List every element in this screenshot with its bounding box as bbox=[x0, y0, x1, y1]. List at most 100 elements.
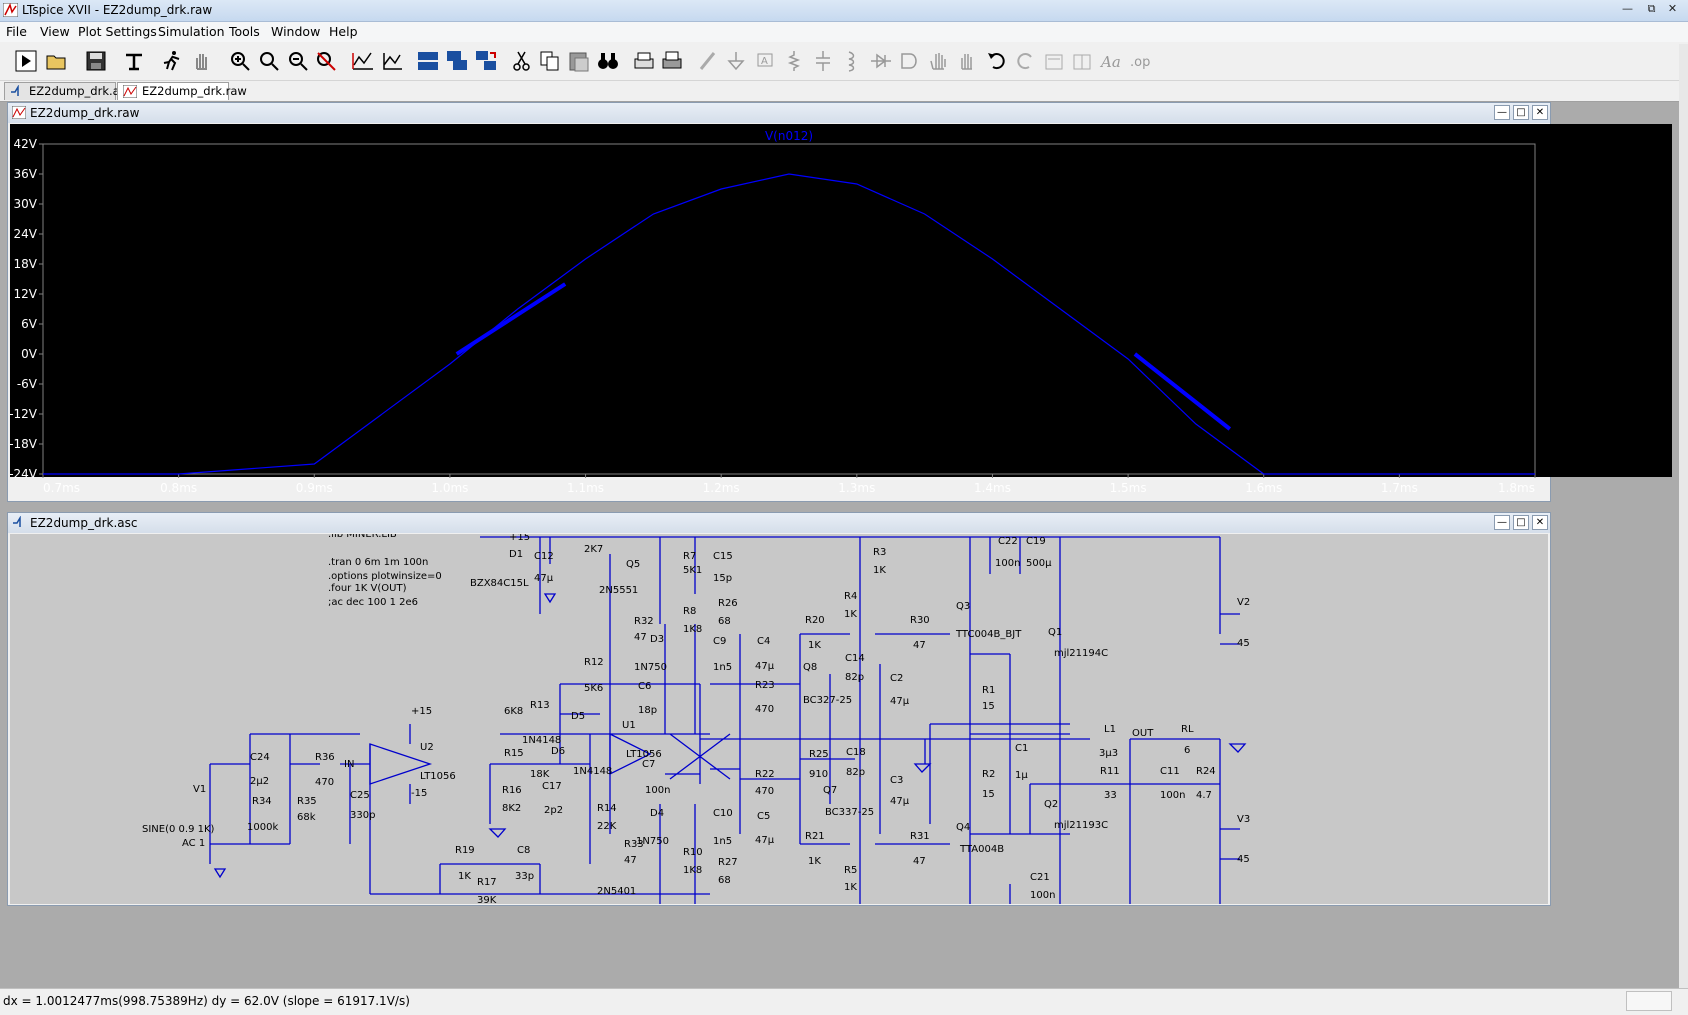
component-label[interactable]: R3 bbox=[873, 547, 886, 558]
pan-hand-icon[interactable] bbox=[190, 49, 214, 73]
component-label[interactable]: AC 1 bbox=[182, 838, 205, 849]
tile-horizontal-icon[interactable] bbox=[416, 49, 440, 73]
component-label[interactable]: +15 bbox=[411, 706, 432, 717]
component-label[interactable]: R10 bbox=[683, 847, 703, 858]
component-label[interactable]: D5 bbox=[571, 711, 585, 722]
component-label[interactable]: 1K8 bbox=[683, 624, 702, 635]
component-label[interactable]: 500µ bbox=[1026, 558, 1052, 569]
component-label[interactable]: 1000k bbox=[247, 822, 278, 833]
component-label[interactable]: Q4 bbox=[956, 822, 970, 833]
component-label[interactable]: 47 bbox=[913, 640, 926, 651]
component-label[interactable]: C11 bbox=[1160, 766, 1180, 777]
component-label[interactable]: 82p bbox=[846, 767, 865, 778]
component-label[interactable]: 15 bbox=[982, 701, 995, 712]
component-label[interactable]: R11 bbox=[1100, 766, 1120, 777]
component-label[interactable]: 39K bbox=[477, 895, 497, 904]
wire-pencil-icon[interactable] bbox=[696, 49, 720, 73]
component-label[interactable]: 2N5401 bbox=[597, 886, 636, 897]
component-label[interactable]: R32 bbox=[634, 616, 654, 627]
component-label[interactable]: R17 bbox=[477, 877, 497, 888]
component-label[interactable]: 1K bbox=[873, 565, 886, 576]
component-label[interactable]: +15 bbox=[509, 534, 530, 543]
component-label[interactable]: LT1056 bbox=[420, 771, 456, 782]
component-label[interactable]: 470 bbox=[755, 704, 774, 715]
component-label[interactable]: 1N750 bbox=[634, 662, 667, 673]
right-scrollbar[interactable] bbox=[1679, 44, 1688, 988]
component-label[interactable]: D4 bbox=[650, 808, 664, 819]
component-label[interactable]: 910 bbox=[809, 769, 828, 780]
component-label[interactable]: C15 bbox=[713, 551, 733, 562]
component-label[interactable]: 1K bbox=[844, 882, 857, 893]
component-label[interactable]: 22K bbox=[597, 821, 617, 832]
component-label[interactable]: C22 bbox=[998, 536, 1018, 547]
component-label[interactable]: R4 bbox=[844, 591, 857, 602]
component-label[interactable]: C1 bbox=[1015, 743, 1028, 754]
component-label[interactable]: mjl21194C bbox=[1054, 648, 1108, 659]
component-label[interactable]: R24 bbox=[1196, 766, 1216, 777]
component-label[interactable]: 47 bbox=[624, 855, 637, 866]
component-label[interactable]: R27 bbox=[718, 857, 738, 868]
mirror-icon[interactable] bbox=[1070, 49, 1094, 73]
component-label[interactable]: C10 bbox=[713, 808, 733, 819]
component-label[interactable]: U2 bbox=[420, 742, 434, 753]
redo-icon[interactable] bbox=[1013, 49, 1037, 73]
component-label[interactable]: 47µ bbox=[890, 796, 910, 807]
drag-hand-icon[interactable] bbox=[955, 49, 979, 73]
component-label[interactable]: Q1 bbox=[1048, 627, 1062, 638]
component-label[interactable]: C14 bbox=[845, 653, 865, 664]
print-icon[interactable] bbox=[660, 49, 684, 73]
component-label[interactable]: TTC004B_BJT bbox=[955, 629, 1022, 640]
component-label[interactable]: C4 bbox=[757, 636, 770, 647]
open-folder-icon[interactable] bbox=[45, 49, 69, 73]
component-label[interactable]: R36 bbox=[315, 752, 335, 763]
menu-plot-settings[interactable]: Plot Settings bbox=[78, 24, 157, 39]
component-label[interactable]: R25 bbox=[809, 749, 829, 760]
component-label[interactable]: R15 bbox=[504, 748, 524, 759]
component-label[interactable]: 100n bbox=[995, 558, 1020, 569]
component-label[interactable]: Q3 bbox=[956, 601, 970, 612]
component-label[interactable]: R19 bbox=[455, 845, 475, 856]
component-icon[interactable] bbox=[898, 49, 922, 73]
component-label[interactable]: V2 bbox=[1237, 597, 1250, 608]
component-label[interactable]: 3µ3 bbox=[1099, 748, 1118, 759]
component-label[interactable]: R8 bbox=[683, 606, 696, 617]
component-label[interactable]: C25 bbox=[350, 790, 370, 801]
component-label[interactable]: D1 bbox=[509, 549, 523, 560]
component-label[interactable]: R22 bbox=[755, 769, 775, 780]
component-label[interactable]: 1N4148 bbox=[573, 766, 612, 777]
component-label[interactable]: 68 bbox=[718, 616, 731, 627]
component-label[interactable]: R26 bbox=[718, 598, 738, 609]
component-label[interactable]: R21 bbox=[805, 831, 825, 842]
close-button[interactable]: ✕ bbox=[1667, 2, 1678, 15]
label-net-icon[interactable]: A bbox=[753, 49, 777, 73]
component-label[interactable]: R35 bbox=[297, 796, 317, 807]
component-label[interactable]: Q8 bbox=[803, 662, 817, 673]
component-label[interactable]: 47µ bbox=[890, 696, 910, 707]
component-label[interactable]: TTA004B bbox=[959, 844, 1004, 855]
component-label[interactable]: R31 bbox=[910, 831, 930, 842]
component-label[interactable]: 1µ bbox=[1015, 770, 1028, 781]
component-label[interactable]: 33 bbox=[1104, 790, 1117, 801]
component-label[interactable]: 47 bbox=[913, 856, 926, 867]
component-label[interactable]: C9 bbox=[713, 636, 726, 647]
minimize-button[interactable]: — bbox=[1622, 2, 1633, 15]
find-binoculars-icon[interactable] bbox=[596, 49, 620, 73]
component-label[interactable]: 33p bbox=[515, 871, 534, 882]
component-label[interactable]: 100n bbox=[1160, 790, 1185, 801]
ground-icon[interactable] bbox=[724, 49, 748, 73]
component-label[interactable]: R13 bbox=[530, 700, 550, 711]
component-label[interactable]: IN bbox=[344, 759, 354, 770]
component-label[interactable]: 1N4148 bbox=[522, 735, 561, 746]
menu-file[interactable]: File bbox=[6, 24, 27, 39]
print-preview-icon[interactable] bbox=[632, 49, 656, 73]
zoom-in-icon[interactable] bbox=[228, 49, 252, 73]
restore-button[interactable]: ⧉ bbox=[1647, 2, 1656, 15]
component-label[interactable]: 1K bbox=[844, 609, 857, 620]
component-label[interactable]: 2p2 bbox=[544, 805, 563, 816]
component-label[interactable]: R5 bbox=[844, 865, 857, 876]
component-label[interactable]: 1N750 bbox=[636, 836, 669, 847]
component-label[interactable]: BC327-25 bbox=[803, 695, 852, 706]
cascade-icon[interactable] bbox=[445, 49, 469, 73]
menu-view[interactable]: View bbox=[40, 24, 70, 39]
